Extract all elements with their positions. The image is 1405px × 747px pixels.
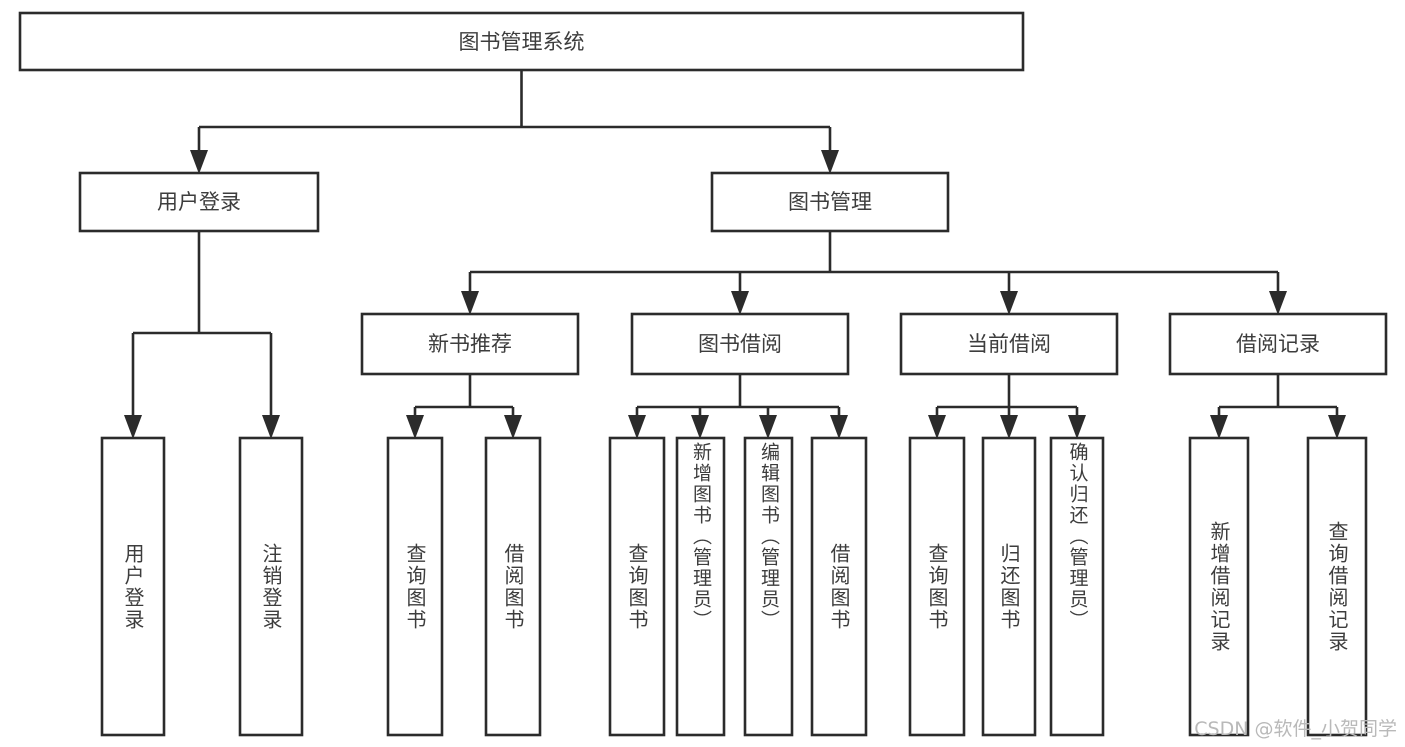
arrow-head-new-book-recommend xyxy=(461,291,479,315)
node-current-borrow-label: 当前借阅 xyxy=(967,332,1051,356)
arrow-head-current-borrow xyxy=(1000,291,1018,315)
node-borrow-record-label: 借阅记录 xyxy=(1236,332,1320,356)
leaf-boxes xyxy=(100,436,1368,737)
arrow-head-book-manage xyxy=(821,150,839,174)
arrow-head-borrow-record xyxy=(1269,291,1287,315)
node-new-book-recommend-box[interactable] xyxy=(360,312,580,376)
node-leaf-query-record-box[interactable] xyxy=(1306,436,1368,737)
node-leaf-add-book-admin-box[interactable] xyxy=(675,436,726,737)
arrow-head-leaf-user-login xyxy=(124,415,142,439)
node-new-book-recommend-label: 新书推荐 xyxy=(428,332,512,356)
node-user-login[interactable]: 用户登录 xyxy=(78,171,320,233)
arrow-head-leaf-query-record xyxy=(1328,415,1346,439)
node-book-borrow[interactable]: 图书借阅 xyxy=(630,312,850,376)
node-book-manage-label: 图书管理 xyxy=(788,190,872,214)
arrow-head-user-login xyxy=(190,150,208,174)
node-leaf-confirm-return-box[interactable] xyxy=(1049,436,1105,737)
arrow-head-leaf-query-book-rec xyxy=(406,415,424,439)
arrow-head-leaf-confirm-return xyxy=(1068,415,1086,439)
arrow-head-leaf-edit-book-admin xyxy=(759,415,777,439)
arrow-head-leaf-borrow-book xyxy=(830,415,848,439)
node-user-login-label: 用户登录 xyxy=(157,190,241,214)
node-leaf-borrow-book-box[interactable] xyxy=(810,436,868,737)
arrow-head-leaf-query-book-borrow xyxy=(628,415,646,439)
arrow-head-leaf-return-book xyxy=(1000,415,1018,439)
node-leaf-query-book-borrow-box[interactable] xyxy=(608,436,666,737)
node-leaf-query-book-rec-box[interactable] xyxy=(386,436,444,737)
node-borrow-record-box[interactable] xyxy=(1168,312,1388,376)
node-root-box[interactable] xyxy=(18,11,1025,72)
arrow-head-leaf-query-book-current xyxy=(928,415,946,439)
arrow-head-book-borrow xyxy=(731,291,749,315)
node-leaf-return-book-box[interactable] xyxy=(981,436,1037,737)
node-leaf-query-book-current-box[interactable] xyxy=(908,436,966,737)
node-leaf-add-record-box[interactable] xyxy=(1188,436,1250,737)
node-book-borrow-label: 图书借阅 xyxy=(698,332,782,356)
arrow-head-leaf-borrow-book-rec xyxy=(504,415,522,439)
node-book-manage-box[interactable] xyxy=(710,171,950,233)
connectors xyxy=(124,70,1346,439)
node-leaf-borrow-book-rec-box[interactable] xyxy=(484,436,542,737)
node-leaf-user-login-box[interactable] xyxy=(100,436,166,737)
node-leaf-edit-book-admin-box[interactable] xyxy=(743,436,794,737)
node-root[interactable]: 图书管理系统 xyxy=(18,11,1025,72)
node-current-borrow-box[interactable] xyxy=(899,312,1119,376)
node-leaf-logout-box[interactable] xyxy=(238,436,304,737)
arrow-head-leaf-logout xyxy=(262,415,280,439)
node-book-manage[interactable]: 图书管理 xyxy=(710,171,950,233)
node-root-label: 图书管理系统 xyxy=(459,30,585,54)
node-user-login-box[interactable] xyxy=(78,171,320,233)
node-book-borrow-box[interactable] xyxy=(630,312,850,376)
node-borrow-record[interactable]: 借阅记录 xyxy=(1168,312,1388,376)
node-new-book-recommend[interactable]: 新书推荐 xyxy=(360,312,580,376)
arrow-head-leaf-add-book-admin xyxy=(691,415,709,439)
node-current-borrow[interactable]: 当前借阅 xyxy=(899,312,1119,376)
arrow-head-leaf-add-record xyxy=(1210,415,1228,439)
